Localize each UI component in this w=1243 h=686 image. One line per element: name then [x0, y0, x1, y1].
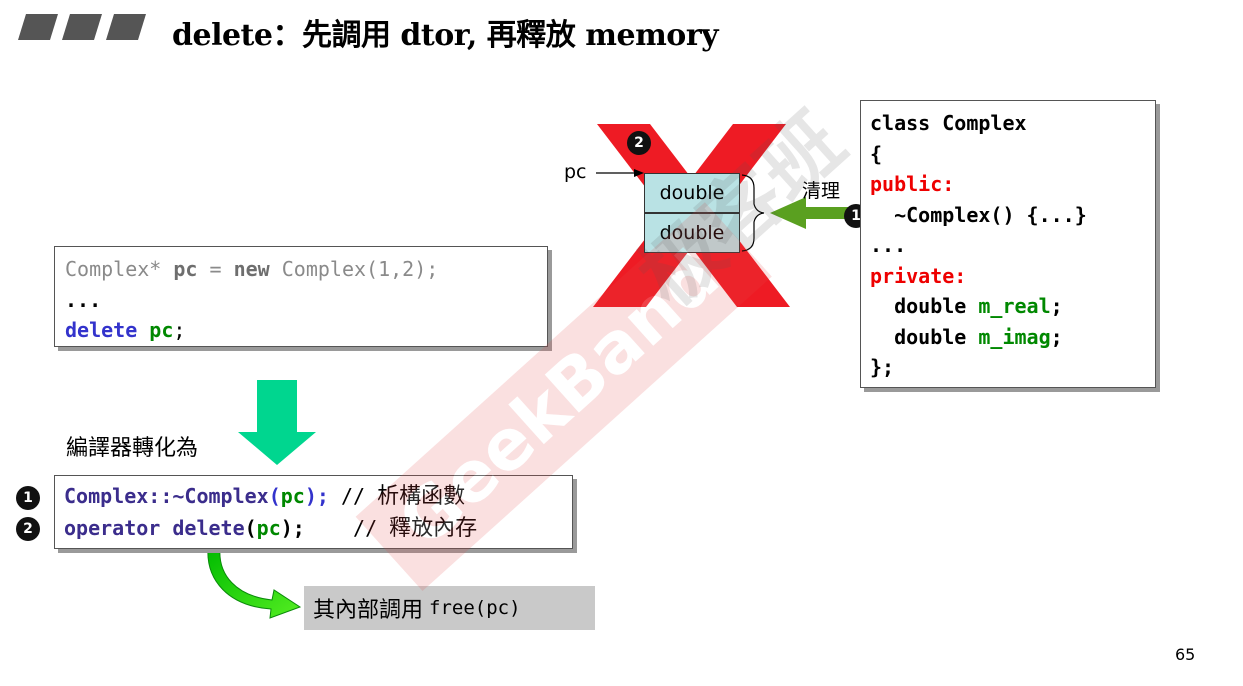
code-line-delete: delete pc;	[65, 318, 186, 342]
memory-brace	[741, 174, 765, 252]
source-code-box: Complex* pc = new Complex(1,2);... delete…	[54, 246, 548, 347]
clean-arrow	[770, 197, 892, 229]
step-1-badge-left: 1	[16, 486, 40, 510]
member-real: double m_real;	[870, 294, 1063, 318]
title-bars-decoration	[18, 14, 146, 40]
pointer-arrowhead	[634, 169, 644, 177]
memory-cell-imag: double	[644, 213, 740, 253]
slide-title: delete：先調用 dtor, 再釋放 memory	[172, 18, 719, 53]
member-imag: double m_imag;	[870, 324, 1063, 349]
clean-label: 清理	[802, 180, 841, 202]
code-line-new: Complex* pc = new Complex(1,2);	[65, 257, 439, 281]
page-number: 65	[1175, 645, 1196, 664]
pointer-label: pc	[564, 161, 587, 183]
memory-cell-real: double	[644, 173, 740, 213]
class-definition-box: class Complex{public: ~Complex() {...}..…	[860, 100, 1156, 388]
compile-label: 編譯器轉化為	[66, 436, 199, 461]
code-line-operator-delete: operator delete(pc); // 釋放內存	[64, 515, 478, 541]
destructor-line: ~Complex() {...}	[870, 202, 1087, 227]
code-line-dtor-call: Complex::~Complex(pc); // 析構函數	[64, 484, 466, 509]
code-line-dots: ...	[65, 287, 102, 312]
compile-down-arrow	[238, 380, 316, 465]
step-2-badge-left: 2	[16, 517, 40, 541]
step-2-badge: 2	[627, 131, 651, 155]
free-curved-arrow	[207, 547, 302, 619]
